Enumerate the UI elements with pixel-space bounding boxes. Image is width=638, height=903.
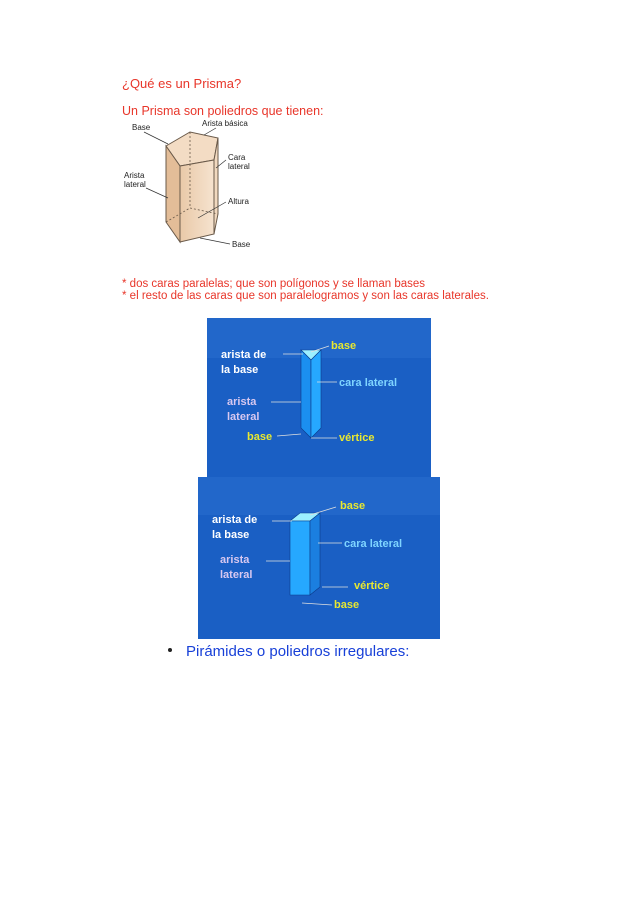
label-arista-base-1: arista de — [221, 349, 266, 361]
definition-item: * el resto de las caras que son paralelo… — [122, 290, 489, 302]
label-arista-lateral-2: lateral — [227, 411, 259, 423]
label-arista-lateral-2: lateral — [124, 180, 146, 189]
definition-list: * dos caras paralelas; que son polígonos… — [122, 278, 489, 302]
bullet-icon — [168, 648, 172, 653]
label-arista-base-1: arista de — [212, 514, 257, 526]
label-arista-lateral-1: arista — [227, 396, 257, 408]
prism-front-face — [289, 520, 311, 596]
prism-front-face — [310, 349, 322, 439]
prism-side-face — [179, 159, 215, 243]
label-arista-lateral-1: arista — [220, 554, 250, 566]
label-cara-lateral-1: Cara — [228, 153, 246, 162]
label-cara-lateral: cara lateral — [339, 377, 397, 389]
triangular-prism-panel: base arista de la base cara lateral aris… — [207, 318, 431, 478]
label-base-bottom: base — [247, 431, 272, 443]
label-vertice: vértice — [339, 432, 374, 444]
label-base-top: Base — [132, 123, 151, 132]
label-altura: Altura — [228, 197, 249, 206]
prism-left-face — [300, 349, 312, 439]
label-base-top: base — [340, 500, 365, 512]
label-arista-basica: Arista básica — [202, 119, 248, 128]
list-item: Pirámides o poliedros irregulares: — [168, 643, 409, 660]
label-base-bottom: base — [334, 599, 359, 611]
label-cara-lateral: cara lateral — [344, 538, 402, 550]
label-base-top: base — [331, 340, 356, 352]
label-base-bottom: Base — [232, 240, 251, 249]
label-arista-lateral-1: Arista — [124, 171, 145, 180]
label-vertice: vértice — [354, 580, 389, 592]
label-cara-lateral-2: lateral — [228, 162, 250, 171]
label-arista-lateral-2: lateral — [220, 569, 252, 581]
label-arista-base-2: la base — [221, 364, 258, 376]
list-item-label: Pirámides o poliedros irregulares: — [186, 643, 410, 660]
page-title: ¿Qué es un Prisma? — [122, 76, 242, 91]
definition-item: * dos caras paralelas; que son polígonos… — [122, 278, 426, 290]
prism-side-face — [309, 512, 321, 596]
label-arista-base-2: la base — [212, 529, 249, 541]
rectangular-prism-panel: base arista de la base cara lateral aris… — [198, 477, 440, 639]
intro-text: Un Prisma son poliedros que tienen: — [122, 104, 324, 118]
prism-diagram: Base Arista básica Cara lateral Arista l… — [124, 119, 251, 249]
